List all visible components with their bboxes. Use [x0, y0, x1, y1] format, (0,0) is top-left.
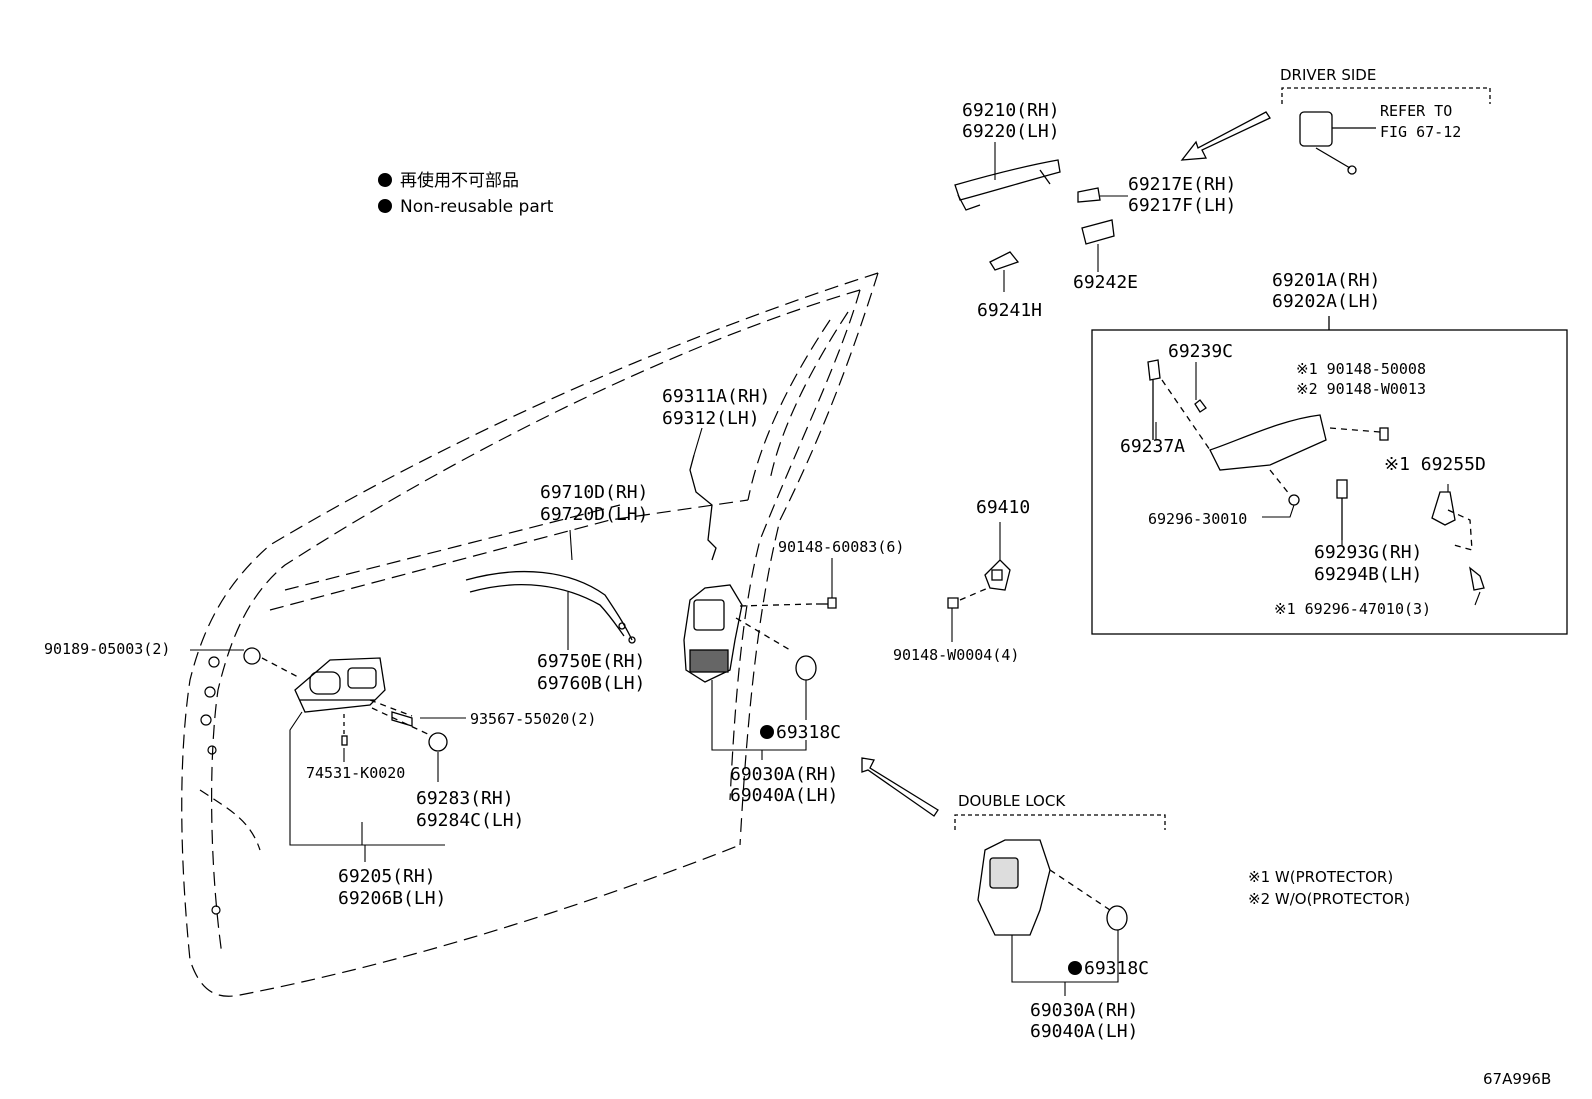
- part-label-69220[interactable]: 69220(LH): [962, 121, 1060, 142]
- refer-to-label: REFER TO: [1380, 102, 1453, 120]
- part-label-93567-55020[interactable]: 93567-55020(2): [470, 710, 597, 728]
- part-label-69242e[interactable]: 69242E: [1073, 272, 1139, 293]
- part-label-69217f[interactable]: 69217F(LH): [1128, 195, 1237, 216]
- part-label-69720d[interactable]: 69720D(LH): [540, 504, 649, 525]
- striker-drawing: [947, 559, 1011, 609]
- door-lock-drawing: [683, 584, 837, 683]
- part-label-90148-w0004[interactable]: 90148-W0004(4): [893, 646, 1020, 664]
- legend-row-jp: 再使用不可部品: [378, 168, 553, 194]
- part-label-dl-69318c[interactable]: 69318C: [1068, 958, 1149, 980]
- legend-row-en: Non-reusable part: [378, 194, 553, 220]
- part-label-69241h[interactable]: 69241H: [977, 300, 1043, 321]
- inner-handle-drawing: [243, 647, 448, 752]
- part-label-69293g[interactable]: 69293G(RH): [1314, 542, 1423, 563]
- driver-side-label: DRIVER SIDE: [1280, 66, 1377, 84]
- part-label-69205[interactable]: 69205(RH): [338, 866, 436, 887]
- part-label-69710d[interactable]: 69710D(RH): [540, 482, 649, 503]
- part-label-69760b[interactable]: 69760B(LH): [537, 673, 646, 694]
- bullet-icon: [378, 199, 392, 213]
- non-reusable-icon: [760, 725, 774, 739]
- part-label-69210[interactable]: 69210(RH): [962, 100, 1060, 121]
- part-label-69201a[interactable]: 69201A(RH): [1272, 270, 1381, 291]
- rod-and-cables-drawing: [465, 454, 717, 644]
- part-label-69239c[interactable]: 69239C: [1168, 341, 1234, 362]
- part-label-69255d[interactable]: ※1 69255D: [1384, 454, 1486, 475]
- part-label-69410[interactable]: 69410: [976, 497, 1031, 518]
- part-label-69040a[interactable]: 69040A(LH): [730, 785, 839, 806]
- note-with-protector: ※1 W(PROTECTOR): [1248, 868, 1394, 886]
- part-label-69206b[interactable]: 69206B(LH): [338, 888, 447, 909]
- part-label-69318c[interactable]: 69318C: [760, 722, 841, 744]
- part-label-dl-69040a[interactable]: 69040A(LH): [1030, 1021, 1139, 1042]
- legend: 再使用不可部品 Non-reusable part: [378, 168, 553, 220]
- part-label-90148-60083[interactable]: 90148-60083(6): [778, 538, 905, 556]
- bullet-icon: [378, 173, 392, 187]
- driver-side-arrow: [1180, 87, 1491, 175]
- refer-fig-label: FIG 67-12: [1380, 123, 1462, 141]
- door-inner-holes: [199, 656, 261, 915]
- door-outline: [181, 272, 879, 997]
- leader-lines: [190, 142, 1481, 996]
- part-label-69237a[interactable]: 69237A: [1120, 436, 1186, 457]
- part-label-69318c-text: 69318C: [776, 722, 842, 743]
- legend-text-jp: 再使用不可部品: [400, 171, 519, 191]
- part-label-69217e[interactable]: 69217E(RH): [1128, 174, 1237, 195]
- part-label-69030a[interactable]: 69030A(RH): [730, 764, 839, 785]
- part-label-74531-k0020[interactable]: 74531-K0020: [306, 764, 406, 782]
- figure-id: 67A996B: [1483, 1070, 1552, 1088]
- part-label-90148-w0013[interactable]: ※2 90148-W0013: [1296, 380, 1426, 398]
- part-label-69294b[interactable]: 69294B(LH): [1314, 564, 1423, 585]
- part-label-dl-69318c-text: 69318C: [1084, 958, 1150, 979]
- part-label-90148-50008[interactable]: ※1 90148-50008: [1296, 360, 1426, 378]
- part-label-69311a[interactable]: 69311A(RH): [662, 386, 771, 407]
- part-label-69284c[interactable]: 69284C(LH): [416, 810, 525, 831]
- double-lock-drawing: [861, 757, 1166, 936]
- legend-text-en: Non-reusable part: [400, 197, 554, 217]
- part-label-90189-05003[interactable]: 90189-05003(2): [44, 640, 171, 658]
- part-label-69296-30010[interactable]: 69296-30010: [1148, 510, 1248, 528]
- part-label-69202a[interactable]: 69202A(LH): [1272, 291, 1381, 312]
- part-label-69296-47010[interactable]: ※1 69296-47010(3): [1274, 600, 1432, 618]
- frame-box: [1091, 316, 1568, 635]
- non-reusable-icon: [1068, 961, 1082, 975]
- note-without-protector: ※2 W/O(PROTECTOR): [1248, 890, 1411, 908]
- part-label-69312[interactable]: 69312(LH): [662, 408, 760, 429]
- double-lock-label: DOUBLE LOCK: [958, 792, 1066, 810]
- outer-handle-drawing: [954, 159, 1115, 271]
- part-label-69750e[interactable]: 69750E(RH): [537, 651, 646, 672]
- part-label-69283[interactable]: 69283(RH): [416, 788, 514, 809]
- part-label-dl-69030a[interactable]: 69030A(RH): [1030, 1000, 1139, 1021]
